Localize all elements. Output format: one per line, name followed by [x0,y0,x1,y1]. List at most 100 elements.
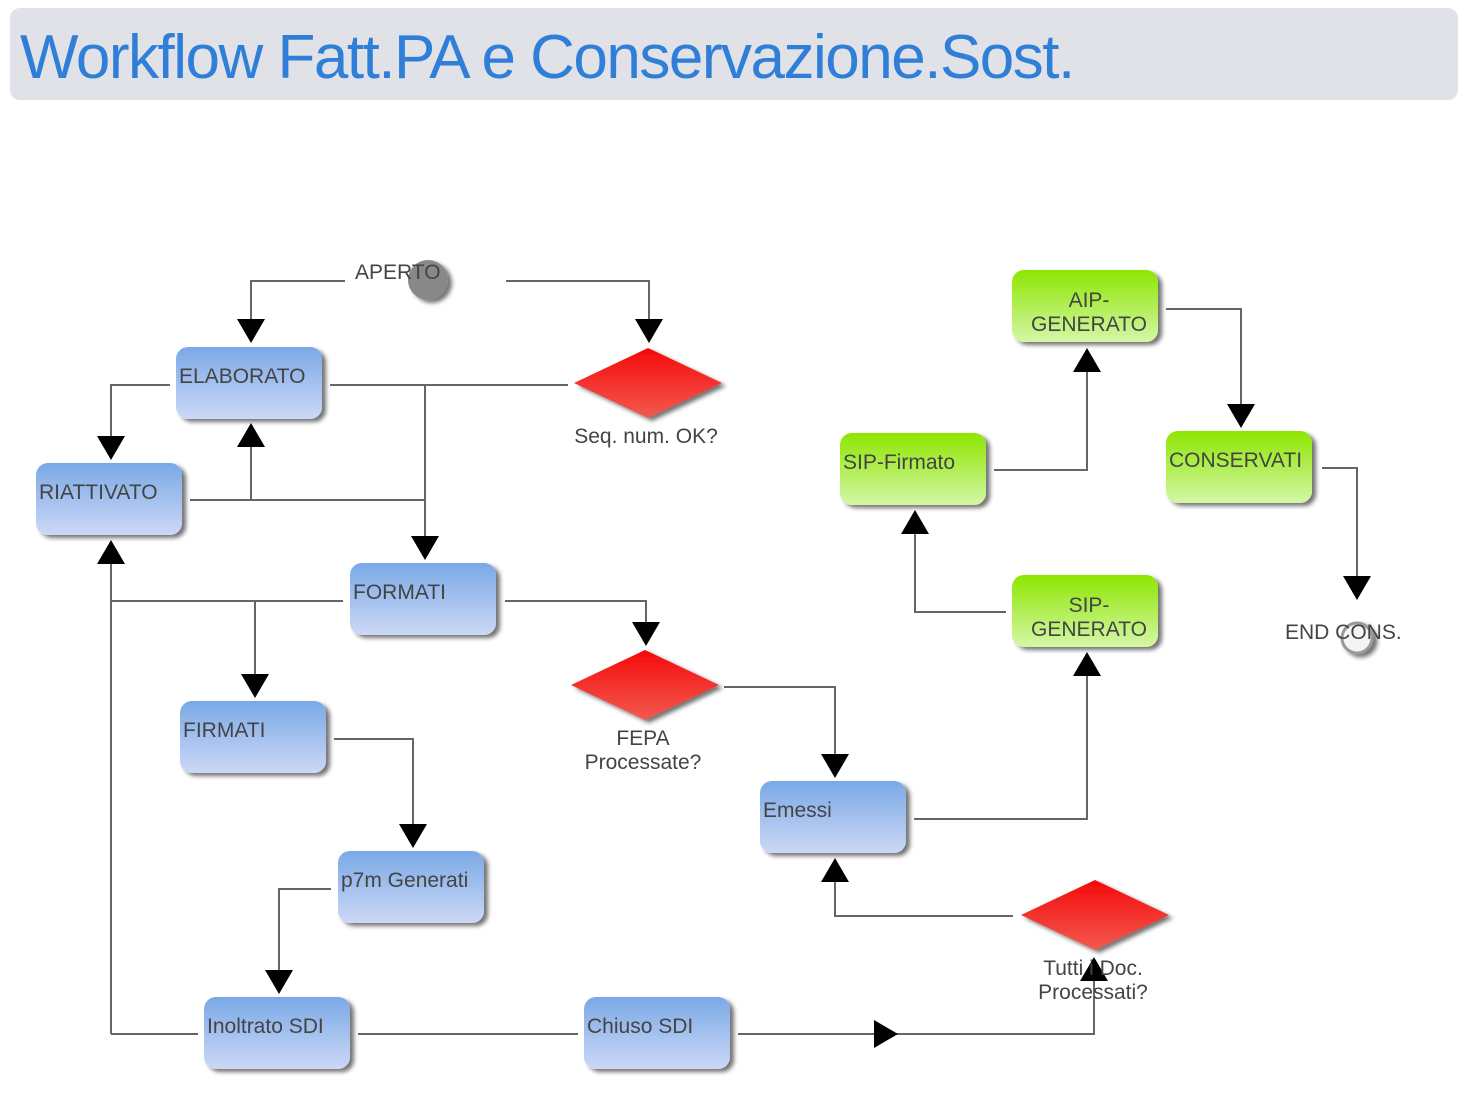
connector [241,601,269,698]
state-box [584,997,730,1069]
connector-line [994,371,1088,471]
arrow-head-icon [237,423,265,447]
connector [97,540,125,1034]
state-box [176,347,322,419]
page-title: Workflow Fatt.PA e Conservazione.Sost. [20,23,1075,92]
connector [738,1020,898,1048]
state-label: Inoltrato SDI [207,1015,324,1038]
connector [506,280,663,343]
state-box [1166,431,1312,503]
state-label: AIP- [1069,289,1110,312]
state-box [760,781,906,853]
decision-label: Seq. num. OK? [574,425,718,448]
start-label: APERTO [355,261,441,284]
connector-line [278,888,331,972]
start-node[interactable]: APERTO [355,260,448,300]
connector-line [914,533,1006,613]
state-label: CONSERVATI [1169,449,1302,472]
state-elaborato[interactable]: ELABORATO [176,347,322,419]
state-label: ELABORATO [179,365,305,388]
start-circle [408,260,448,300]
state-formati[interactable]: FORMATI [350,563,496,635]
connector [265,888,331,994]
arrow-head-icon [97,540,125,564]
connector-line [250,280,345,322]
state-box [350,563,496,635]
state-aipgen[interactable]: AIP-GENERATO [1012,270,1158,342]
state-box [840,433,986,505]
state-box [338,851,484,923]
connector [901,510,1006,613]
state-p7m[interactable]: p7m Generati [338,851,484,923]
arrow-head-icon [1073,348,1101,372]
connector [505,600,660,646]
connector-line [110,384,170,438]
arrow-head-icon [901,510,929,534]
arrow-head-icon [399,824,427,848]
connector [411,385,439,560]
connector [914,652,1101,820]
connector [97,384,170,460]
connector [1322,467,1371,600]
arrow-head-icon [821,858,849,882]
connector [821,858,1013,917]
state-conservati[interactable]: CONSERVATI [1166,431,1312,503]
state-box [204,997,350,1069]
arrow-head-icon [1073,652,1101,676]
state-label: FIRMATI [183,719,265,742]
state-box [180,701,326,773]
decision-label: Tutti i Doc. [1043,957,1143,980]
state-label: GENERATO [1031,313,1147,336]
connector [237,280,345,343]
connector-line [334,738,414,826]
state-chiuso[interactable]: Chiuso SDI [584,997,730,1069]
state-label: GENERATO [1031,618,1147,641]
state-label: Emessi [763,799,832,822]
connector [994,348,1101,471]
connector-line [724,686,836,756]
connector [1166,308,1255,428]
state-label: SIP- [1069,594,1110,617]
state-sipgen[interactable]: SIP-GENERATO [1012,575,1158,647]
decision-seq[interactable]: Seq. num. OK? [574,348,722,448]
connector-line [834,880,1013,917]
decision-diamond [571,650,719,720]
decision-diamond [574,348,722,418]
decision-label: Processate? [585,751,702,774]
decision-label: FEPA [616,727,669,750]
end-node[interactable]: END CONS. [1285,621,1402,655]
arrow-head-icon [1343,576,1371,600]
title-bar: Workflow Fatt.PA e Conservazione.Sost. [10,8,1458,100]
state-label: RIATTIVATO [39,481,158,504]
arrow-head-icon [411,536,439,560]
state-label: p7m Generati [341,869,468,892]
state-label: FORMATI [353,581,446,604]
arrow-head-icon [821,754,849,778]
state-riattivato[interactable]: RIATTIVATO [36,463,182,535]
decision-tutti[interactable]: Tutti i Doc.Processati? [1021,880,1169,1004]
state-emessi[interactable]: Emessi [760,781,906,853]
state-box [1012,575,1158,647]
connector [237,423,265,500]
state-firmati[interactable]: FIRMATI [180,701,326,773]
state-sipfirm[interactable]: SIP-Firmato [840,433,986,505]
decision-diamond [1021,880,1169,950]
arrow-head-icon [635,319,663,343]
arrow-head-icon [237,319,265,343]
connector-line [1322,467,1358,578]
connector [334,738,427,848]
arrow-head-icon [97,436,125,460]
state-inoltrato[interactable]: Inoltrato SDI [204,997,350,1069]
state-label: SIP-Firmato [843,451,955,474]
connector [724,686,849,778]
connector-line [914,675,1088,820]
connector-line [506,280,650,322]
arrow-head-icon [265,970,293,994]
end-circle [1340,621,1374,655]
arrow-head-icon [874,1020,898,1048]
connector-line [1166,308,1242,406]
connector-line [505,600,647,624]
state-box [1012,270,1158,342]
